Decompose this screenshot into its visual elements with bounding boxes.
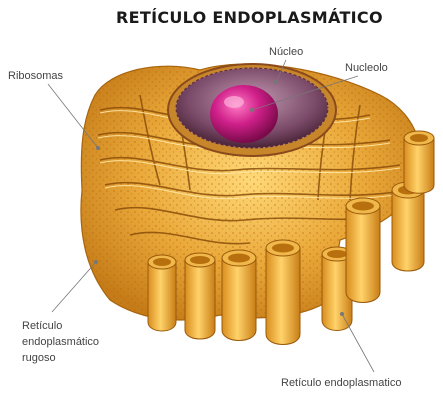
label-nucleo: Núcleo	[269, 44, 303, 60]
label-ribosomas: Ribosomas	[8, 68, 63, 84]
leader-nucleo-dot	[274, 80, 277, 83]
leader-rough-er	[52, 262, 96, 312]
nucleolus	[210, 85, 278, 143]
leader-rough-er-dot	[94, 260, 97, 263]
label-rough-er-line3: rugoso	[22, 350, 99, 366]
label-rough-er-line2: endoplasmático	[22, 334, 99, 350]
smooth-er-tube	[222, 250, 256, 341]
smooth-er-tube	[346, 198, 380, 303]
leader-nucleolo-dot	[250, 108, 253, 111]
leader-smooth-er-dot	[340, 312, 343, 315]
smooth-er-tube	[266, 240, 300, 345]
label-rough-er-line1: Retículo	[22, 318, 99, 334]
smooth-er-tube	[185, 253, 215, 339]
label-nucleolo: Nucleolo	[345, 60, 388, 76]
label-smooth-er: Retículo endoplasmatico	[281, 375, 401, 391]
leader-smooth-er	[342, 314, 374, 372]
smooth-er-tube	[404, 131, 434, 193]
leader-ribosomas-dot	[96, 146, 99, 149]
label-rough-er: Retículo endoplasmático rugoso	[22, 318, 99, 366]
smooth-er-tube	[148, 255, 176, 331]
smooth-er-tube	[392, 182, 424, 271]
